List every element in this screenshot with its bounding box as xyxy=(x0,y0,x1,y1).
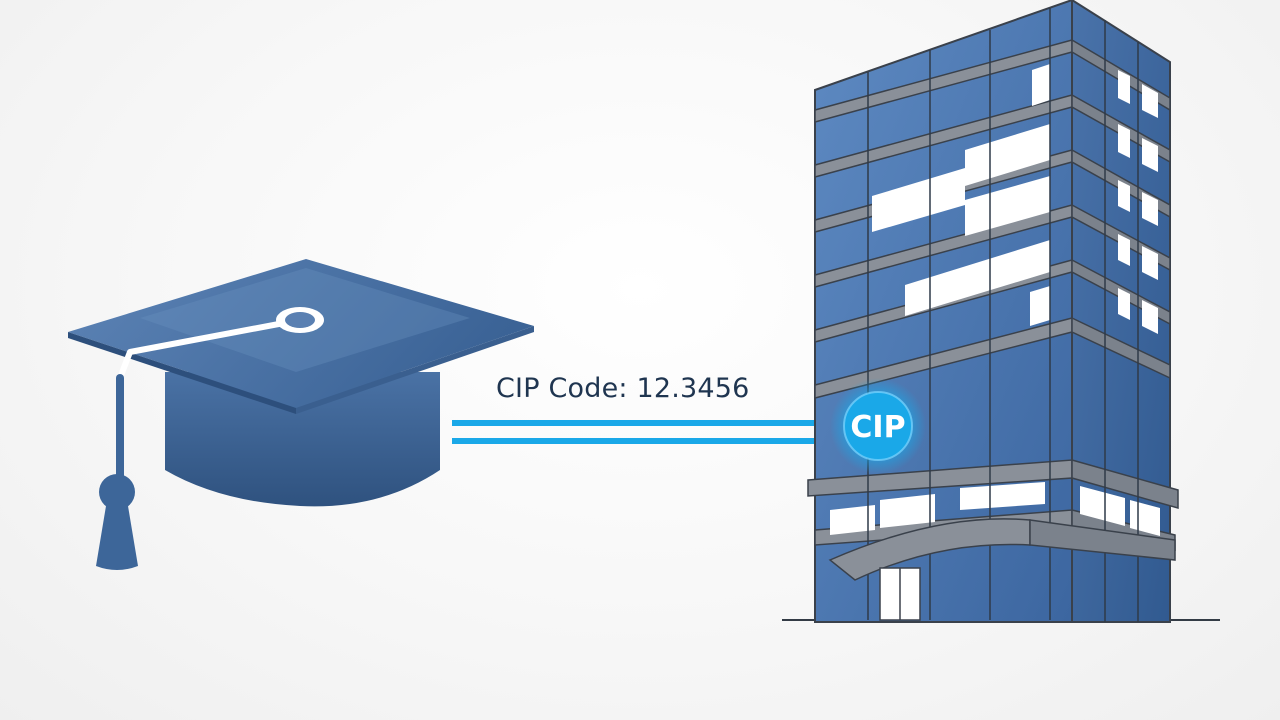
office-building-icon xyxy=(782,0,1220,623)
cip-badge: CIP xyxy=(830,378,926,474)
graduation-cap-icon xyxy=(68,259,534,570)
cip-code-label: CIP Code: 12.3456 xyxy=(496,373,750,404)
connection-lines xyxy=(452,420,844,444)
cip-badge-text: CIP xyxy=(850,410,905,445)
